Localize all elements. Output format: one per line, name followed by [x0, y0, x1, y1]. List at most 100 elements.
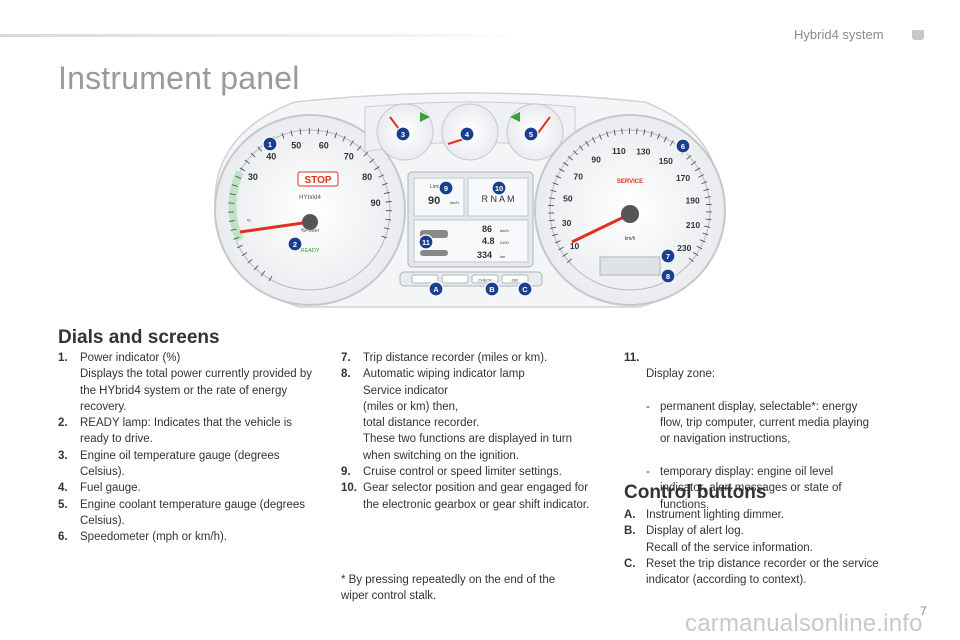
central-display: Limit 90 km/h R N A M 86 km/h 4.8 l/100 … — [407, 171, 534, 268]
speed-tick — [558, 246, 564, 251]
limit-label: Limit — [430, 184, 441, 190]
power-tick — [235, 175, 242, 179]
value-speed: 86 — [482, 224, 492, 234]
zero-label: 0 — [246, 218, 253, 223]
power-tick — [281, 132, 285, 139]
speed-tick — [643, 129, 646, 136]
power-tick — [363, 151, 369, 157]
power-tick — [385, 201, 392, 203]
power-tick — [383, 227, 390, 230]
header-rule — [0, 34, 520, 37]
right-turn-arrow — [510, 112, 520, 122]
svg-text:8: 8 — [666, 272, 670, 281]
speed-needle — [571, 212, 631, 244]
speed-tick — [554, 240, 561, 244]
sub-item: -temporary display: engine oil level ind… — [646, 466, 842, 511]
check-button-label: CHECK — [478, 278, 492, 283]
sub-item: -permanent display, selectable*: energy … — [646, 400, 870, 446]
power-tick — [378, 174, 385, 178]
footnote: * By pressing repeatedly on the end of t… — [341, 574, 556, 602]
speed-tick — [704, 196, 711, 198]
power-tick — [385, 218, 392, 221]
speed-tick — [669, 140, 674, 146]
unit-range: km — [500, 254, 506, 259]
power-tick — [250, 152, 256, 158]
power-tick — [317, 128, 319, 135]
speed-tick — [613, 129, 616, 136]
callout-3: 3 — [395, 126, 411, 142]
list-item: 7.Trip distance recorder (miles or km). — [341, 352, 548, 364]
speed-tick — [657, 133, 661, 140]
speed-tick — [663, 136, 668, 143]
dials-list-col3: 11. Display zone: -permanent display, se… — [624, 350, 880, 529]
list-item: 3.Engine oil temperature gauge (degrees … — [58, 449, 280, 479]
power-tick — [230, 228, 237, 231]
svg-text:C: C — [522, 285, 528, 294]
speed-tick-label: 30 — [562, 218, 572, 228]
power-tick — [233, 236, 240, 240]
power-tick — [342, 135, 346, 142]
speed-tick-label: 10 — [570, 241, 580, 251]
dials-heading: Dials and screens — [58, 327, 220, 348]
stop-label: STOP — [304, 175, 331, 186]
speed-tick — [692, 251, 699, 256]
callout-8: 8 — [660, 268, 676, 284]
power-tick-label: 70 — [344, 152, 354, 162]
speed-tick — [573, 150, 578, 156]
svg-text:A: A — [433, 285, 439, 294]
speed-tick-label: 50 — [563, 194, 573, 204]
callout-4: 4 — [459, 126, 475, 142]
power-tick — [349, 140, 354, 146]
list-item: 10.Gear selector position and gear engag… — [341, 482, 590, 511]
speed-tick — [567, 155, 573, 161]
power-tick — [260, 270, 266, 277]
callout-10: 10 — [491, 180, 507, 196]
svg-text:9: 9 — [444, 184, 448, 193]
speed-tick — [562, 252, 568, 257]
power-tick — [239, 167, 246, 172]
speed-tick — [548, 219, 555, 222]
speed-tick — [705, 218, 712, 221]
left-turn-arrow — [420, 112, 430, 122]
page-corner-tab — [912, 30, 924, 40]
speed-tick — [548, 197, 555, 200]
speed-tick-label: 130 — [636, 146, 650, 156]
callout-1: 1 — [262, 136, 278, 152]
svg-text:6: 6 — [681, 142, 685, 151]
power-tick — [253, 265, 259, 271]
speed-tick — [563, 161, 569, 167]
svg-text:1: 1 — [268, 140, 272, 149]
ready-label: READY — [301, 248, 320, 254]
callout-11: 11 — [418, 234, 434, 250]
speed-tick-label: 210 — [686, 220, 700, 230]
power-tick-label: 30 — [248, 172, 258, 182]
list-item: 9.Cruise control or speed limiter settin… — [341, 466, 562, 479]
speed-tick — [558, 168, 565, 173]
value-consumption: 4.8 — [482, 236, 495, 246]
power-tick — [244, 159, 250, 165]
list-item: 5.Engine coolant temperature gauge (degr… — [58, 498, 306, 527]
speed-tick — [699, 239, 706, 243]
service-label: SERVICE — [617, 179, 643, 185]
power-label: %Power — [301, 228, 320, 234]
watermark: carmanualsonline.info — [685, 610, 923, 637]
section-name: Hybrid4 system — [794, 27, 884, 42]
power-tick — [237, 244, 243, 249]
callout-5: 5 — [523, 126, 539, 142]
speed-tick — [686, 155, 692, 160]
callout-9: 9 — [438, 180, 454, 196]
power-tick — [228, 202, 235, 204]
callout-2: 2 — [287, 236, 303, 252]
power-tick — [299, 128, 302, 135]
power-tick — [381, 235, 388, 239]
speed-tick-label: 190 — [686, 196, 700, 206]
speed-tick — [698, 174, 705, 178]
power-tick-label: 50 — [291, 140, 301, 150]
speed-tick — [578, 145, 584, 151]
callout-B: B — [484, 281, 500, 297]
power-tick — [356, 145, 362, 151]
callout-7: 7 — [660, 248, 676, 264]
speed-tick — [598, 133, 602, 140]
